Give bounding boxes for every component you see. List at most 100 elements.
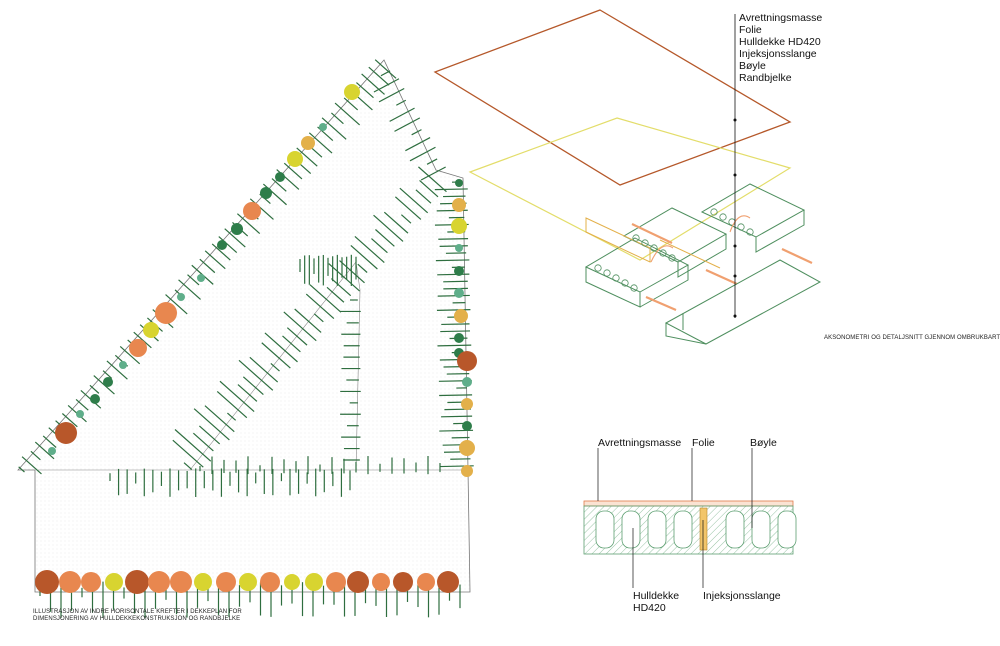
leader-points: [733, 118, 737, 318]
force-tick: [326, 286, 345, 303]
force-tick: [249, 198, 274, 220]
force-tick: [361, 73, 385, 95]
force-tick: [374, 59, 397, 79]
force-tick: [42, 435, 57, 448]
force-tick: [178, 279, 201, 300]
force-tick: [394, 196, 422, 220]
force-node: [372, 573, 390, 591]
force-tick: [357, 263, 368, 273]
section-core: [595, 510, 615, 549]
axo-label-1: Avrettningsmasse: [739, 12, 822, 24]
force-tick: [261, 342, 291, 369]
axo-label-6: Randbjelke: [739, 72, 792, 84]
section-label-hd420: HD420: [633, 602, 666, 614]
slab-core: [650, 244, 658, 252]
force-node: [347, 571, 369, 593]
force-node: [103, 377, 113, 387]
axonometry: Avrettningsmasse Folie Hulldekke HD420 I…: [433, 9, 822, 345]
force-node: [417, 573, 435, 591]
layer-folie: [468, 117, 792, 261]
force-node: [48, 447, 56, 455]
force-tick: [378, 87, 405, 103]
force-node: [393, 572, 413, 592]
section-core: [647, 510, 667, 549]
force-tick: [368, 66, 390, 86]
force-nodes: [35, 84, 477, 594]
force-tick: [218, 236, 238, 254]
force-node: [239, 573, 257, 591]
force-node: [326, 572, 346, 592]
force-tick: [435, 259, 470, 262]
force-node: [129, 339, 147, 357]
force-tick: [331, 112, 344, 125]
force-tick: [227, 412, 237, 421]
slab-core: [594, 264, 602, 272]
force-tick: [394, 117, 421, 132]
section-cores: [595, 510, 797, 549]
force-tick: [440, 330, 471, 333]
force-tick: [321, 117, 347, 140]
section-label-injeksjonsslange: Injeksjonsslange: [703, 590, 781, 602]
force-tick: [437, 273, 470, 276]
force-tick: [102, 370, 113, 379]
force-tick: [172, 439, 204, 468]
injection-hoses: [631, 223, 813, 312]
force-node: [455, 179, 463, 187]
force-tick: [309, 284, 342, 313]
force-node: [148, 571, 170, 593]
force-tick: [165, 294, 188, 315]
force-node: [462, 421, 472, 431]
force-tick: [441, 323, 470, 326]
force-tick: [330, 278, 352, 297]
stirrups: [650, 215, 751, 263]
force-tick: [308, 132, 333, 154]
force-tick: [441, 415, 473, 418]
force-node: [454, 266, 464, 276]
section-core: [777, 510, 797, 549]
force-node: [76, 410, 84, 418]
force-tick: [238, 359, 274, 391]
force-tick: [264, 332, 298, 363]
force-tick: [415, 189, 432, 204]
force-tick: [204, 405, 235, 433]
force-node: [284, 574, 300, 590]
force-tick: [373, 214, 404, 242]
axo-label-3: Hulldekke HD420: [739, 36, 821, 48]
force-tick: [399, 187, 429, 214]
force-node: [437, 571, 459, 593]
force-tick: [371, 238, 388, 254]
slab-core: [710, 208, 718, 216]
force-node: [454, 333, 464, 343]
force-tick: [75, 398, 89, 411]
force-tick: [296, 147, 318, 167]
force-node: [177, 293, 185, 301]
section-core: [725, 510, 745, 549]
force-node: [243, 202, 261, 220]
force-tick: [61, 413, 78, 428]
force-tick: [439, 394, 473, 397]
force-tick: [380, 70, 391, 77]
section-label-boyle: Bøyle: [750, 437, 777, 449]
force-tick: [350, 244, 378, 270]
force-tick: [193, 408, 230, 441]
layer-avrettningsmasse: [433, 9, 792, 186]
section-label-hulldekke: Hulldekke: [633, 590, 679, 602]
force-tick: [34, 441, 55, 460]
force-tick: [204, 250, 226, 270]
axo-label-4: Injeksjonsslange: [739, 48, 817, 60]
plan-caption: ILLUSTRASJON AV INDRE HORISONTALE KREFTE…: [33, 609, 242, 622]
force-tick: [216, 390, 248, 419]
force-tick: [305, 293, 335, 319]
section-label-folie: Folie: [692, 437, 715, 449]
axonometry-caption: AKSONOMETRI OG DETALJSNITT GJENNOM OMBRU…: [824, 335, 1000, 341]
force-tick: [249, 356, 279, 383]
slab-core: [746, 228, 754, 236]
slab-core: [659, 249, 667, 257]
slab-core: [612, 274, 620, 282]
force-tick: [89, 384, 100, 394]
floor-plan: [17, 59, 477, 618]
force-tick: [437, 294, 470, 297]
force-tick: [443, 287, 468, 290]
force-node: [457, 351, 477, 371]
